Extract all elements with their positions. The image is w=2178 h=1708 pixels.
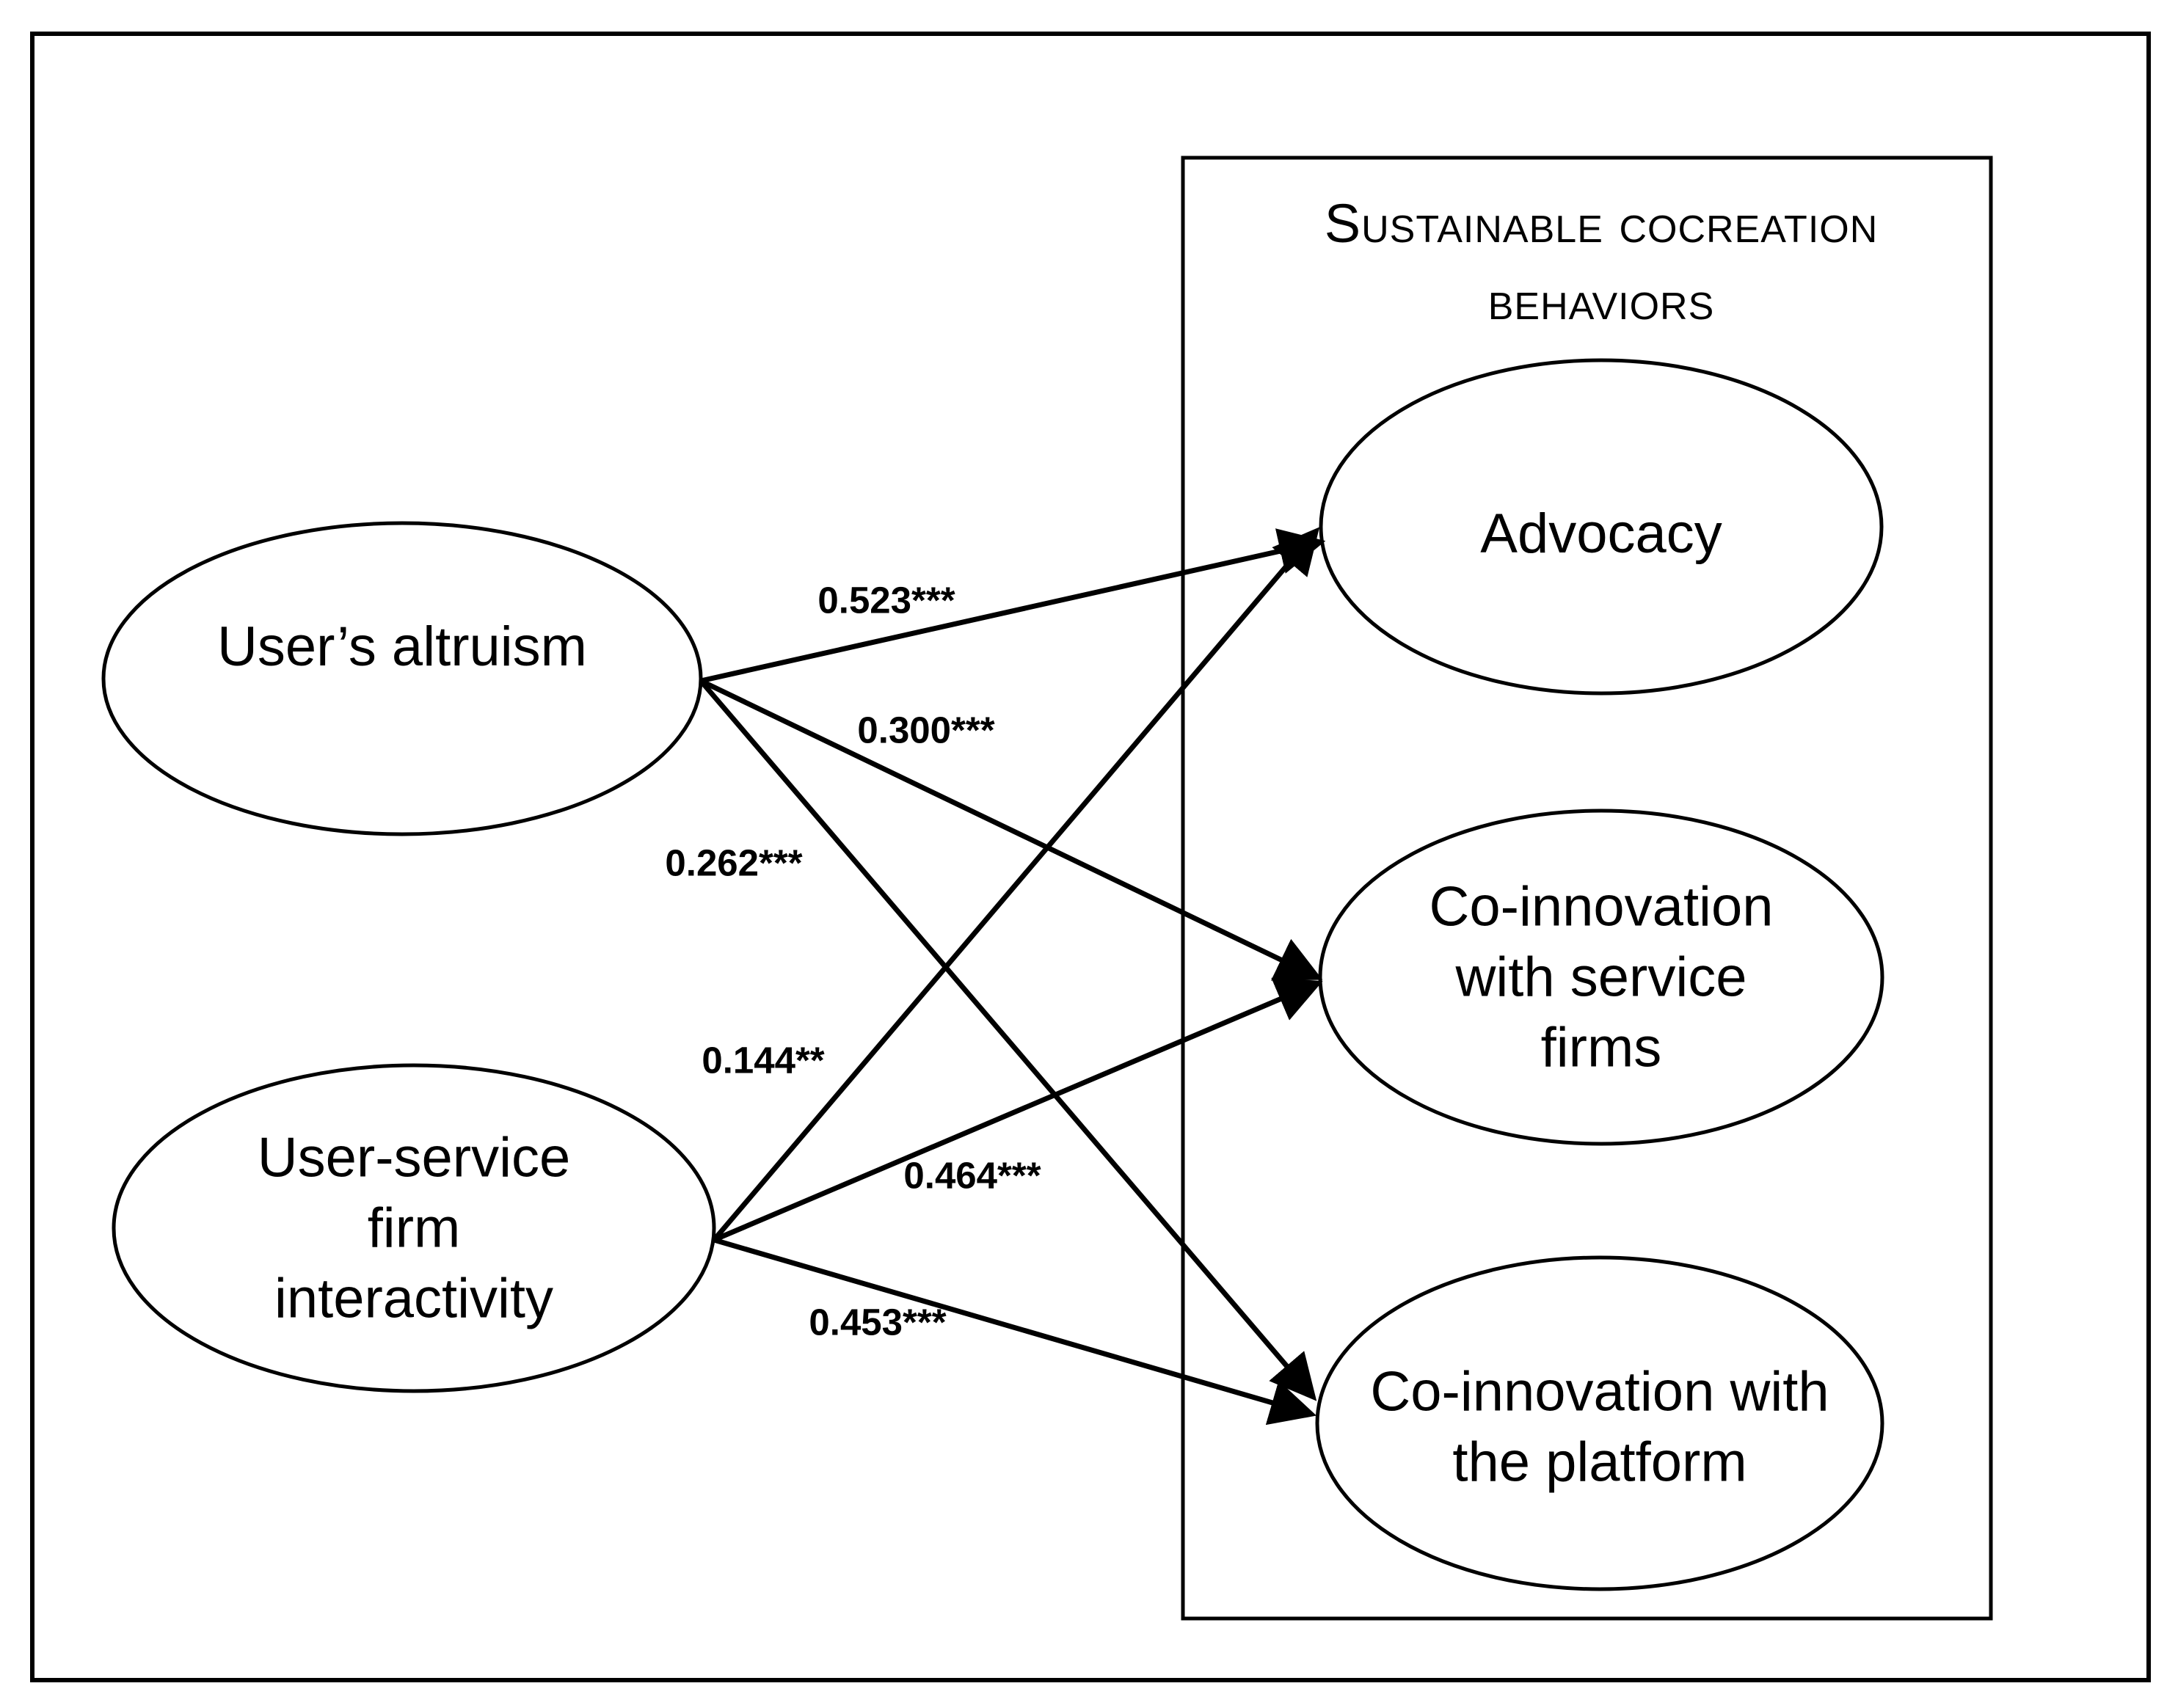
cocreation-box-title: Sustainable cocreation behaviors [1324, 192, 1879, 331]
arrow-interactivity-to-platform [713, 1237, 1317, 1426]
coefficient-interactivity-platform: 0.453*** [809, 1301, 947, 1343]
ellipse-user-service-firm-interactivity [112, 1063, 716, 1393]
arrow-altruism-to-advocacy [700, 528, 1326, 684]
users-altruism-label: User’s altruism [217, 616, 587, 679]
advocacy-label: Advocacy [1480, 503, 1722, 566]
arrow-altruism-to-service-firms [699, 678, 1323, 981]
arrow-altruism-to-platform [699, 679, 1317, 1401]
user-service-firm-interactivity-label: User-service firm interactivity [257, 1126, 571, 1329]
coefficient-interactivity-service-firms: 0.464*** [903, 1154, 1041, 1197]
co-innovation-service-firms-label: Co-innovation with service firms [1429, 875, 1774, 1079]
coefficient-altruism-advocacy: 0.523*** [817, 579, 955, 621]
figure-border [30, 32, 2151, 1682]
co-innovation-platform-label: Co-innovation with the platform [1370, 1360, 1829, 1493]
arrow-interactivity-to-advocacy [712, 527, 1320, 1242]
ellipse-co-innovation-platform [1315, 1255, 1884, 1591]
arrow-interactivity-to-service-firms [713, 977, 1323, 1243]
coefficient-altruism-service-firms: 0.300*** [857, 709, 995, 751]
coefficient-altruism-platform: 0.262*** [665, 842, 803, 884]
coefficient-interactivity-advocacy: 0.144** [702, 1039, 825, 1081]
ellipse-advocacy [1319, 358, 1884, 696]
